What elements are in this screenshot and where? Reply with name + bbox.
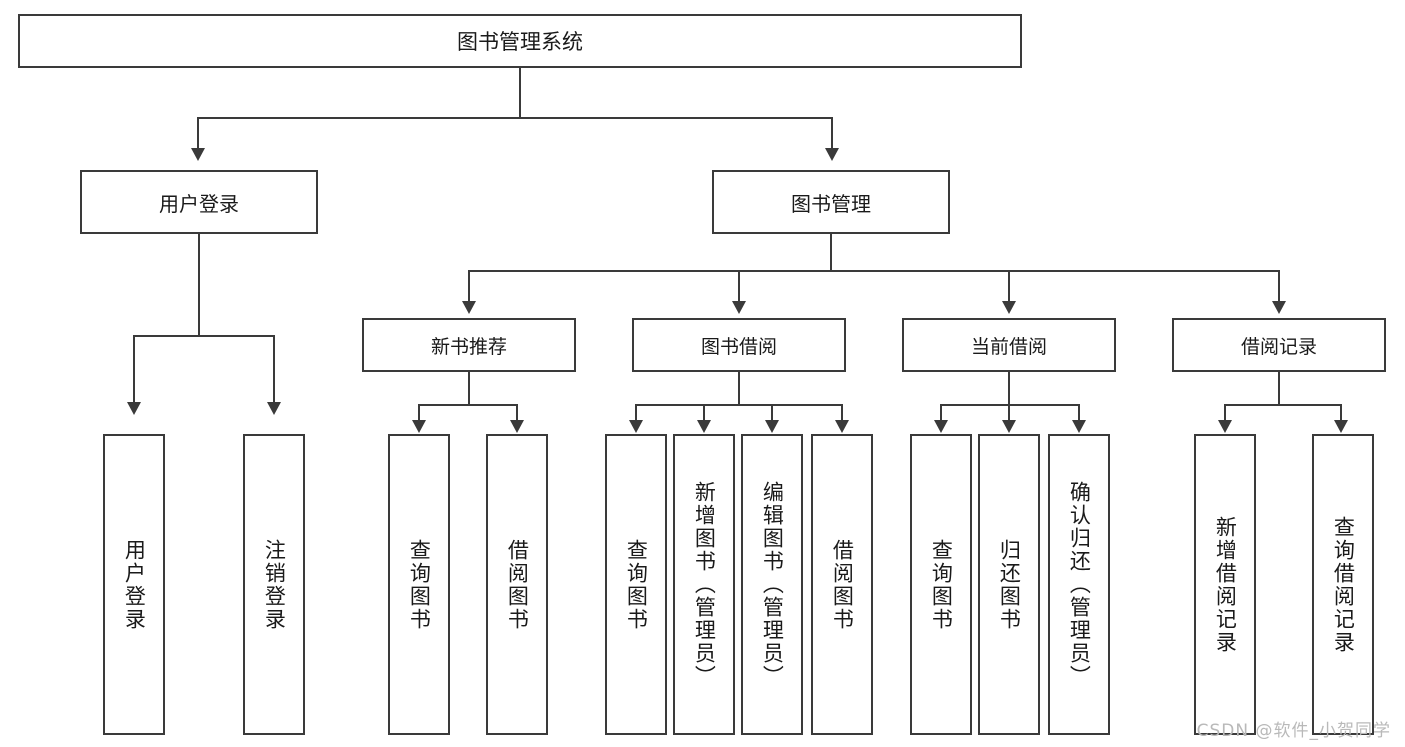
connector-root-stem <box>519 68 521 118</box>
connector-current-borrow-stem <box>1008 372 1010 405</box>
leaf-current-borrow-2[interactable]: 确认归还（管理员） <box>1048 434 1110 735</box>
leaf-label: 借阅图书 <box>830 538 855 631</box>
connector-root-bar <box>197 117 833 119</box>
arrow-book-manage-to-new-book <box>462 301 476 314</box>
leaf-label: 查询图书 <box>929 538 954 631</box>
connector-book-borrow-to-leaf-2 <box>771 404 773 421</box>
arrow-borrow-record-to-leaf-0 <box>1218 420 1232 433</box>
node-book-borrow[interactable]: 图书借阅 <box>632 318 846 372</box>
arrow-book-borrow-to-leaf-0 <box>629 420 643 433</box>
leaf-label: 确认归还（管理员） <box>1067 481 1092 688</box>
node-borrow-record[interactable]: 借阅记录 <box>1172 318 1386 372</box>
watermark: CSDN @软件_小贺同学 <box>1196 721 1391 741</box>
arrow-book-borrow-to-leaf-3 <box>835 420 849 433</box>
arrow-current-borrow-to-leaf-1 <box>1002 420 1016 433</box>
node-new-book-recommend[interactable]: 新书推荐 <box>362 318 576 372</box>
connector-book-manage-to-current-borrow <box>1008 270 1010 302</box>
arrow-book-manage-to-borrow-record <box>1272 301 1286 314</box>
leaf-label: 编辑图书（管理员） <box>760 481 785 688</box>
connector-borrow-record-stem <box>1278 372 1280 405</box>
arrow-book-borrow-to-leaf-1 <box>697 420 711 433</box>
node-book-manage[interactable]: 图书管理 <box>712 170 950 234</box>
arrow-new-book-to-leaf-0 <box>412 420 426 433</box>
leaf-label: 查询图书 <box>624 538 649 631</box>
leaf-borrow-record-1[interactable]: 查询借阅记录 <box>1312 434 1374 735</box>
leaf-current-borrow-0[interactable]: 查询图书 <box>910 434 972 735</box>
connector-book-borrow-to-leaf-0 <box>635 404 637 421</box>
node-current-borrow[interactable]: 当前借阅 <box>902 318 1116 372</box>
connector-book-borrow-stem <box>738 372 740 405</box>
leaf-label: 归还图书 <box>997 538 1022 631</box>
connector-borrow-record-bar <box>1224 404 1342 406</box>
arrow-book-manage-to-current-borrow <box>1002 301 1016 314</box>
arrow-root-to-book-manage <box>825 148 839 161</box>
connector-current-borrow-to-leaf-2 <box>1078 404 1080 421</box>
node-user-login[interactable]: 用户登录 <box>80 170 318 234</box>
connector-book-manage-to-book-borrow <box>738 270 740 302</box>
arrow-new-book-to-leaf-1 <box>510 420 524 433</box>
arrow-user-login-to-leaf-1 <box>267 402 281 415</box>
connector-book-borrow-to-leaf-3 <box>841 404 843 421</box>
connector-user-login-stem <box>198 234 200 336</box>
leaf-label: 借阅图书 <box>505 538 530 631</box>
arrow-current-borrow-to-leaf-2 <box>1072 420 1086 433</box>
connector-borrow-record-to-leaf-0 <box>1224 404 1226 421</box>
connector-new-book-to-leaf-0 <box>418 404 420 421</box>
leaf-label: 新增图书（管理员） <box>692 481 717 688</box>
leaf-new-book-0[interactable]: 查询图书 <box>388 434 450 735</box>
leaf-label: 查询图书 <box>407 538 432 631</box>
arrow-book-manage-to-book-borrow <box>732 301 746 314</box>
connector-book-manage-stem <box>830 234 832 271</box>
leaf-label: 注销登录 <box>262 538 287 631</box>
arrow-book-borrow-to-leaf-2 <box>765 420 779 433</box>
arrow-borrow-record-to-leaf-1 <box>1334 420 1348 433</box>
connector-new-book-stem <box>468 372 470 405</box>
connector-root-to-user-login <box>197 117 199 149</box>
connector-book-manage-bar <box>468 270 1280 272</box>
leaf-book-borrow-3[interactable]: 借阅图书 <box>811 434 873 735</box>
connector-current-borrow-bar <box>940 404 1080 406</box>
connector-book-borrow-to-leaf-1 <box>703 404 705 421</box>
connector-borrow-record-to-leaf-1 <box>1340 404 1342 421</box>
arrow-current-borrow-to-leaf-0 <box>934 420 948 433</box>
leaf-book-borrow-1[interactable]: 新增图书（管理员） <box>673 434 735 735</box>
connector-new-book-to-leaf-1 <box>516 404 518 421</box>
connector-book-manage-to-new-book <box>468 270 470 302</box>
leaf-borrow-record-0[interactable]: 新增借阅记录 <box>1194 434 1256 735</box>
leaf-current-borrow-1[interactable]: 归还图书 <box>978 434 1040 735</box>
leaf-label: 查询借阅记录 <box>1331 515 1356 654</box>
connector-book-manage-to-borrow-record <box>1278 270 1280 302</box>
leaf-user-login-0[interactable]: 用户登录 <box>103 434 165 735</box>
node-root-system[interactable]: 图书管理系统 <box>18 14 1022 68</box>
leaf-label: 用户登录 <box>122 538 147 631</box>
connector-book-borrow-bar <box>635 404 843 406</box>
connector-user-login-bar <box>133 335 275 337</box>
leaf-book-borrow-2[interactable]: 编辑图书（管理员） <box>741 434 803 735</box>
arrow-root-to-user-login <box>191 148 205 161</box>
connector-current-borrow-to-leaf-0 <box>940 404 942 421</box>
connector-user-login-to-leaf-1 <box>273 335 275 403</box>
leaf-new-book-1[interactable]: 借阅图书 <box>486 434 548 735</box>
arrow-user-login-to-leaf-0 <box>127 402 141 415</box>
leaf-label: 新增借阅记录 <box>1213 515 1238 654</box>
connector-root-to-book-manage <box>831 117 833 149</box>
leaf-book-borrow-0[interactable]: 查询图书 <box>605 434 667 735</box>
leaf-user-login-1[interactable]: 注销登录 <box>243 434 305 735</box>
connector-user-login-to-leaf-0 <box>133 335 135 403</box>
connector-new-book-bar <box>418 404 518 406</box>
connector-current-borrow-to-leaf-1 <box>1008 404 1010 421</box>
